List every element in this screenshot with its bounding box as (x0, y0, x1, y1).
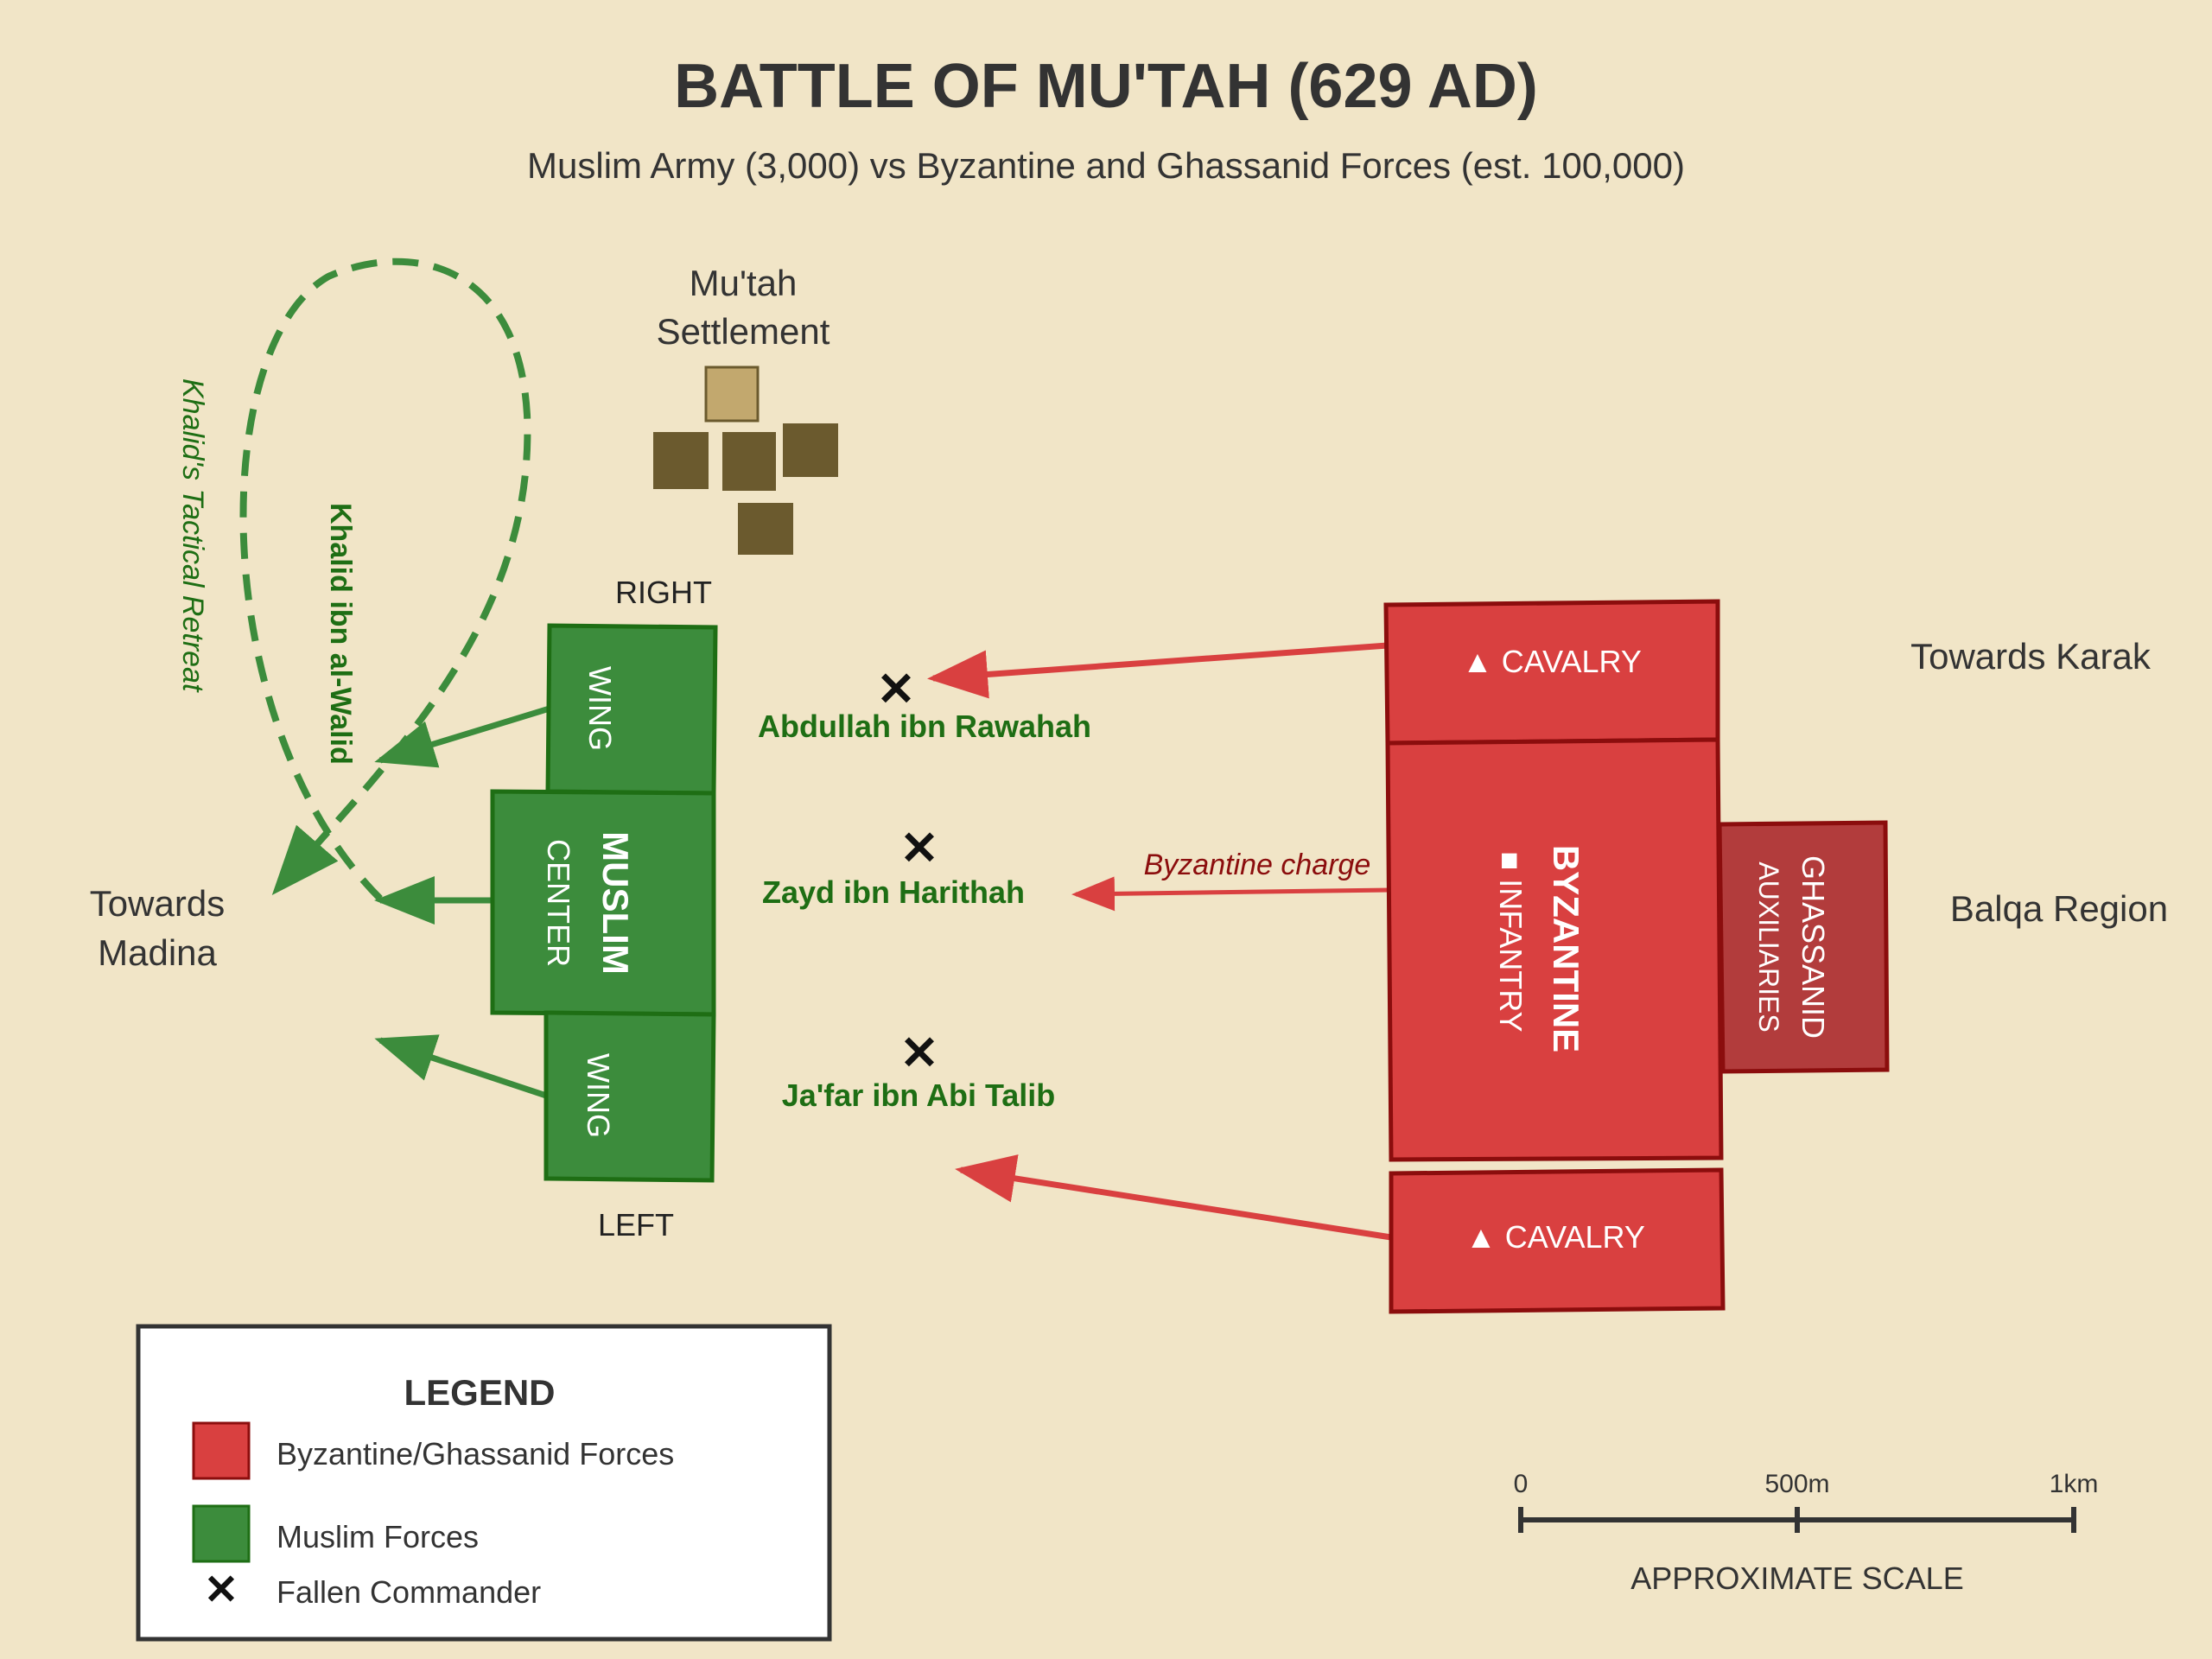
building (783, 423, 838, 477)
commander-jafar-label: Ja'far ibn Abi Talib (782, 1077, 1056, 1113)
khalid-name-label: Khalid ibn al-Walid (324, 503, 357, 765)
commander-zayd-label: Zayd ibn Harithah (762, 874, 1025, 910)
muslim-center-sub: CENTER (541, 839, 576, 967)
byzantine-charge-arrow (1071, 876, 1392, 912)
legend-label-muslim: Muslim Forces (276, 1519, 479, 1554)
legend-swatch-byzantine (192, 1421, 251, 1480)
balqa-region-label: Balqa Region (1950, 888, 2168, 929)
byzantine-infantry-sub: ■ INFANTRY (1493, 851, 1529, 1032)
legend: LEGEND Byzantine/Ghassanid Forces Muslim… (136, 1324, 832, 1642)
map-title: BATTLE OF MU'TAH (629 AD) (674, 52, 1538, 121)
byzantine-cavalry-top-label: ▲ CAVALRY (1462, 644, 1642, 679)
byzantine-infantry-title: BYZANTINE (1546, 845, 1586, 1052)
muslim-left-wing-label: WING (581, 1053, 616, 1138)
fallen-commander-marker: ✕ (899, 1027, 938, 1079)
building (722, 432, 776, 491)
muslim-right-wing-label: WING (582, 666, 618, 751)
muslim-left-wing-arrow (374, 1034, 548, 1099)
building (653, 432, 709, 489)
muslim-right-label: RIGHT (615, 575, 712, 610)
khalid-retreat-path (239, 257, 531, 901)
towards-madina-line2: Madina (98, 932, 217, 973)
ghassanid-sub: AUXILIARIES (1753, 861, 1784, 1032)
mutah-label-line1: Mu'tah (690, 263, 798, 303)
legend-label-byzantine: Byzantine/Ghassanid Forces (276, 1436, 674, 1471)
khalid-retreat-label: Khalid's Tactical Retreat (176, 378, 209, 693)
byzantine-cavalry-bottom-arrow (955, 1154, 1392, 1241)
settlement-buildings (653, 365, 838, 555)
towards-madina-line1: Towards (90, 883, 225, 924)
building (738, 503, 793, 555)
byzantine-cavalry-bottom (1389, 1167, 1726, 1314)
building (704, 365, 760, 423)
fallen-commander-marker: ✕ (876, 664, 915, 715)
byzantine-cavalry-bottom-label: ▲ CAVALRY (1465, 1219, 1645, 1255)
scale-tick-label: 1km (2050, 1470, 2099, 1498)
scale-caption: APPROXIMATE SCALE (1630, 1560, 1963, 1596)
legend-fallen-icon: ✕ (204, 1567, 238, 1613)
commander-abdullah-label: Abdullah ibn Rawahah (758, 709, 1091, 744)
legend-swatch-muslim (192, 1504, 251, 1563)
scale-tick-label: 500m (1764, 1470, 1829, 1498)
ghassanid-title: GHASSANID (1796, 855, 1831, 1039)
scale-bar: 0 500m 1km APPROXIMATE SCALE (1514, 1470, 2099, 1596)
legend-title: LEGEND (404, 1372, 555, 1413)
legend-label-fallen: Fallen Commander (276, 1574, 541, 1610)
ghassanid-auxiliaries (1717, 820, 1890, 1074)
muslim-left-label: LEFT (598, 1207, 674, 1243)
map-subtitle: Muslim Army (3,000) vs Byzantine and Gha… (527, 145, 1685, 186)
muslim-right-wing-arrow (374, 705, 551, 768)
muslim-right-wing (545, 623, 718, 796)
byzantine-infantry (1385, 737, 1724, 1162)
fallen-commander-marker: ✕ (899, 823, 938, 874)
mutah-label-line2: Settlement (657, 311, 830, 352)
muslim-left-wing (543, 1010, 716, 1183)
byzantine-charge-label: Byzantine charge (1144, 849, 1371, 881)
scale-tick-label: 0 (1514, 1470, 1529, 1498)
towards-karak-label: Towards Karak (1910, 636, 2152, 677)
byzantine-cavalry-top-arrow (927, 642, 1389, 699)
legend-box (136, 1324, 832, 1642)
muslim-center-title: MUSLIM (595, 831, 636, 975)
